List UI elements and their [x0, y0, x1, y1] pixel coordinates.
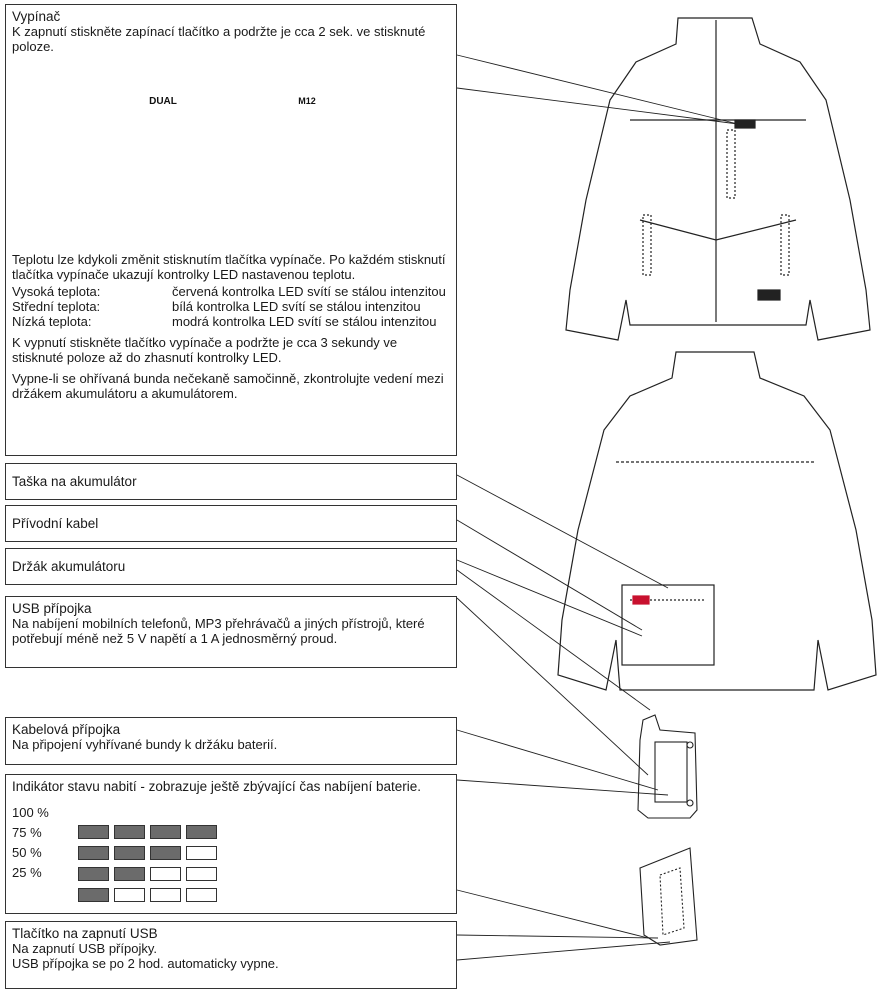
battery-holder-title: Držák akumulátoru	[12, 559, 126, 574]
supply-cable-section: Přívodní kabel	[5, 505, 457, 542]
charge-bar-lit	[78, 825, 109, 839]
charge-bar-lit	[78, 846, 109, 860]
charge-bar-lit	[114, 867, 145, 881]
charge-bar-lit	[78, 888, 109, 902]
warning-text: Vypne-li se ohřívaná bunda nečekaně samo…	[12, 371, 444, 401]
charge-level-label: 50 %	[12, 845, 42, 860]
power-switch-title: Vypínač	[12, 9, 61, 24]
supply-cable-title: Přívodní kabel	[12, 516, 99, 531]
charge-level-label: 75 %	[12, 825, 42, 840]
charge-indicator-section: Indikátor stavu nabití - zobrazuje ještě…	[5, 774, 457, 914]
charge-level-label: 25 %	[12, 865, 42, 880]
leader-lines	[456, 54, 739, 961]
charge-bar-lit	[150, 846, 181, 860]
charge-bar-lit	[150, 825, 181, 839]
level-desc: červená kontrolka LED svítí se stálou in…	[172, 284, 446, 299]
charge-indicator-title: Indikátor stavu nabití - zobrazuje ještě…	[12, 779, 421, 794]
charge-bar-row	[78, 846, 217, 861]
charge-bar-lit	[114, 846, 145, 860]
cable-port-section: Kabelová přípojka Na připojení vyhřívané…	[5, 717, 457, 765]
battery-pocket-title: Taška na akumulátor	[12, 474, 137, 489]
level-name: Vysoká teplota:	[12, 284, 101, 299]
power-switch-section: Vypínač K zapnutí stiskněte zapínací tla…	[5, 4, 457, 456]
usb-button-title: Tlačítko na zapnutí USB	[12, 926, 158, 941]
usb-button-line2: USB přípojka se po 2 hod. automaticky vy…	[12, 956, 279, 971]
badge-dual-dual: DUAL	[335, 96, 363, 107]
charge-bar-lit	[78, 867, 109, 881]
charge-level-label: 100 %	[12, 805, 49, 820]
badge-brand-dual: M12	[298, 96, 316, 106]
usb-button-line1: Na zapnutí USB přípojky.	[12, 941, 157, 956]
level-desc: bílá kontrolka LED svítí se stálou inten…	[172, 299, 421, 314]
battery-holder-usb-icon	[639, 847, 698, 946]
charge-bar-unlit	[186, 867, 217, 881]
switch-off-text: K vypnutí stiskněte tlačítko vypínače a …	[12, 335, 398, 365]
temperature-intro: Teplotu lze kdykoli změnit stisknutím tl…	[12, 252, 446, 282]
battery-pocket-section: Taška na akumulátor	[5, 463, 457, 500]
battery-holder-section: Držák akumulátoru	[5, 548, 457, 585]
jacket-front-icon	[565, 17, 871, 341]
cable-port-title: Kabelová přípojka	[12, 722, 121, 737]
charge-bars	[78, 825, 217, 909]
level-name: Střední teplota:	[12, 299, 101, 314]
usb-port-title: USB přípojka	[12, 601, 92, 616]
charge-bar-row	[78, 888, 217, 903]
charge-bar-lit	[186, 825, 217, 839]
level-name: Nízká teplota:	[12, 314, 92, 329]
badge-dual-low: DUAL	[149, 96, 177, 107]
charge-bar-row	[78, 867, 217, 882]
temperature-levels: Vysoká teplota: červená kontrolka LED sv…	[12, 284, 450, 329]
charge-bar-unlit	[150, 888, 181, 902]
cable-port-text: Na připojení vyhřívané bundy k držáku ba…	[12, 737, 278, 752]
usb-port-text: Na nabíjení mobilních telefonů, MP3 přeh…	[12, 616, 425, 646]
jacket-back-icon	[557, 351, 877, 691]
charge-bar-lit	[114, 825, 145, 839]
badge-brand-low: M12	[112, 96, 130, 106]
charge-bar-unlit	[114, 888, 145, 902]
charge-level-labels: 100 % 75 % 50 % 25 %	[12, 803, 49, 883]
charge-bar-unlit	[150, 867, 181, 881]
battery-holder-icon	[637, 714, 698, 819]
usb-port-section: USB přípojka Na nabíjení mobilních telef…	[5, 596, 457, 668]
power-switch-instruction: K zapnutí stiskněte zapínací tlačítko a …	[12, 24, 426, 54]
charge-bar-unlit	[186, 888, 217, 902]
usb-button-section: Tlačítko na zapnutí USB Na zapnutí USB p…	[5, 921, 457, 989]
charge-bar-unlit	[186, 846, 217, 860]
level-desc: modrá kontrolka LED svítí se stálou inte…	[172, 314, 437, 329]
charge-bar-row	[78, 825, 217, 840]
